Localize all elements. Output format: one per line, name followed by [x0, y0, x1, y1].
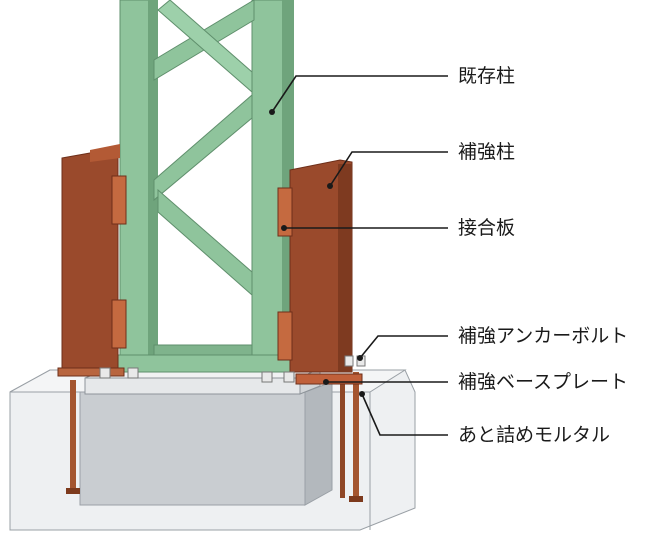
leader-reinforcing-column — [329, 151, 448, 187]
label-reinforcing-base-plate: 補強ベースプレート — [458, 371, 629, 393]
leader-lines — [271, 75, 448, 436]
existing-column — [111, 0, 297, 373]
reinforcing-column-left — [61, 144, 127, 373]
anchor-bolts — [66, 372, 363, 502]
pedestal — [79, 381, 333, 506]
leader-dots — [269, 109, 365, 397]
label-existing-column: 既存柱 — [458, 65, 516, 87]
label-joint-plate: 接合板 — [458, 217, 516, 239]
label-reinforcing-anchor-bolt: 補強アンカーボルト — [458, 325, 629, 347]
label-reinforcing-column: 補強柱 — [458, 141, 516, 163]
label-grout-mortar: あと詰めモルタル — [458, 424, 611, 446]
reinforcing-column-right — [277, 159, 353, 373]
leader-grout-mortar — [361, 393, 448, 436]
leader-anchor-bolt — [359, 335, 448, 359]
bolt-nuts — [99, 355, 366, 383]
leader-existing-column — [271, 75, 448, 113]
